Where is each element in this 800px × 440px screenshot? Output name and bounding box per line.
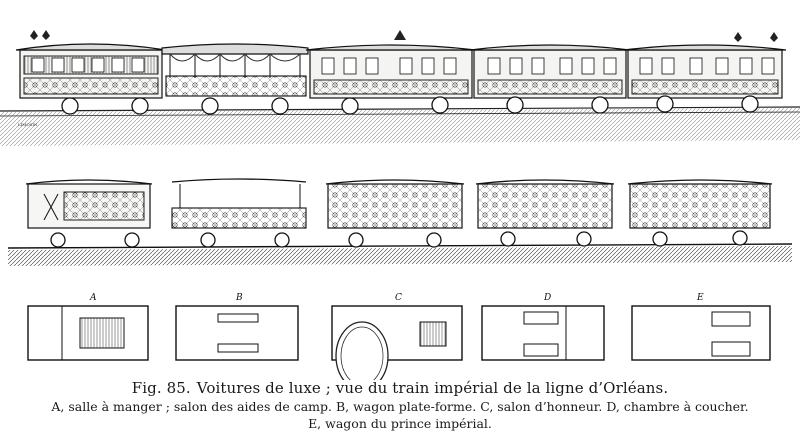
elevation-car-d — [475, 179, 615, 229]
plan-a — [27, 305, 149, 361]
plan-label-a: A — [89, 293, 97, 303]
elevation-car-e — [627, 179, 773, 229]
plan-label-b: B — [235, 293, 243, 303]
elevation-car-c — [325, 179, 465, 229]
perspective-car-e — [623, 32, 787, 99]
floor-plans: A B C D E — [27, 293, 771, 361]
plan-label-c: C — [395, 293, 402, 303]
figure-legend-line-2: E, wagon du prince impérial. — [308, 416, 492, 431]
train-perspective-view: LIMOSIN — [0, 30, 800, 146]
figure-title-line: Fig. 85. Voitures de luxe ; vue du train … — [0, 378, 800, 398]
library-stamp — [335, 321, 389, 380]
engraving-plate: LIMOSIN — [0, 30, 800, 380]
perspective-car-a — [15, 30, 167, 99]
figure-caption: Fig. 85. Voitures de luxe ; vue du train … — [0, 378, 800, 432]
perspective-wheels — [61, 95, 759, 115]
plan-label-d: D — [543, 293, 551, 303]
engraver-signature: LIMOSIN — [18, 122, 38, 127]
elevation-wheels — [50, 230, 748, 248]
elevation-car-b — [171, 178, 307, 229]
figure-legend-line-1: A, salle à manger ; salon des aides de c… — [51, 399, 749, 414]
figure-title: Voitures de luxe ; vue du train impérial… — [196, 379, 669, 397]
plan-e — [631, 305, 771, 361]
perspective-car-d — [469, 44, 631, 99]
plan-label-e: E — [696, 293, 704, 303]
plan-d — [481, 305, 605, 361]
perspective-car-b — [161, 43, 309, 97]
perspective-car-c — [305, 30, 477, 99]
train-elevation-view — [7, 178, 793, 266]
figure-number: Fig. 85. — [131, 379, 191, 397]
elevation-car-a — [25, 179, 153, 229]
plan-b — [175, 305, 299, 361]
